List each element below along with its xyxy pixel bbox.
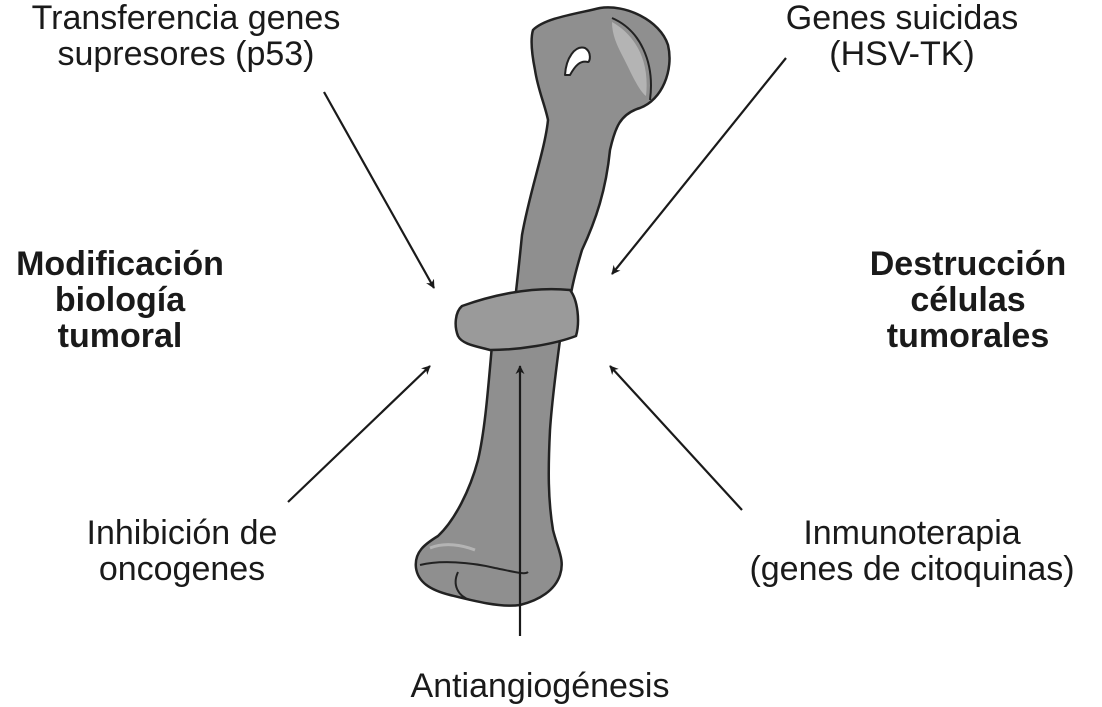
label-tumor-suppressor-genes: Transferencia genes supresores (p53) <box>0 0 372 72</box>
femur-bone <box>414 6 671 607</box>
label-line: oncogenes <box>98 550 266 588</box>
label-line: Transferencia genes <box>31 0 341 37</box>
arrow-hsv-tk <box>611 57 787 275</box>
label-antiangiogenesis: Antiangiogénesis <box>380 668 700 704</box>
label-immunotherapy: Inmunoterapia (genes de citoquinas) <box>722 515 1102 587</box>
label-suicide-genes: Genes suicidas (HSV-TK) <box>752 0 1052 72</box>
tumor-mass <box>454 287 580 352</box>
arrows <box>287 57 787 636</box>
label-tumor-cell-destruction: Destrucción células tumorales <box>844 246 1092 354</box>
label-oncogene-inhibition: Inhibición de oncogenes <box>62 515 302 587</box>
label-line: Genes suicidas <box>785 0 1019 37</box>
label-line: (HSV-TK) <box>829 35 975 73</box>
label-line: Antiangiogénesis <box>410 667 670 705</box>
label-line: Inhibición de <box>86 514 278 552</box>
arrow-oncogenes <box>287 365 431 503</box>
label-line: Inmunoterapia <box>803 514 1021 552</box>
arrow-p53 <box>323 91 435 289</box>
label-line: supresores (p53) <box>57 35 315 73</box>
femur-lower <box>414 338 563 607</box>
label-line: Destrucción <box>869 245 1067 283</box>
label-line: biología <box>54 281 186 319</box>
femur-upper <box>513 6 671 302</box>
label-line: (genes de citoquinas) <box>749 550 1075 588</box>
arrow-immunotherapy <box>609 365 743 511</box>
label-line: tumorales <box>886 317 1050 355</box>
label-tumor-biology-modification: Modificación biología tumoral <box>0 246 240 354</box>
label-line: Modificación <box>16 245 224 283</box>
label-line: células <box>910 281 1026 319</box>
label-line: tumoral <box>57 317 183 355</box>
